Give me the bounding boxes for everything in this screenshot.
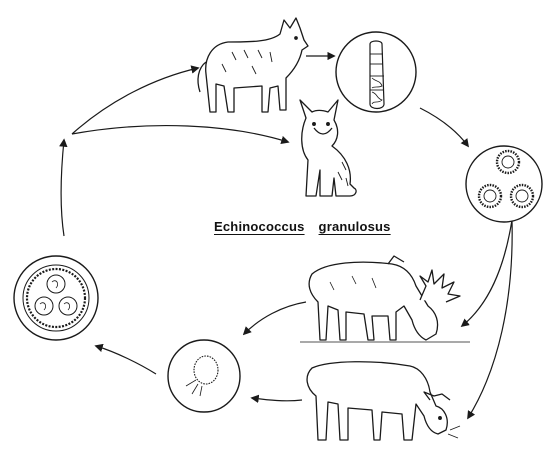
title-species: granulosus <box>319 219 391 234</box>
arrow-cow-to-oncosphere <box>252 398 302 401</box>
arrow-to-dog <box>72 126 288 142</box>
arrow-moose-to-oncosphere <box>244 302 306 334</box>
oncosphere-icon <box>168 340 240 412</box>
wolf-icon <box>198 18 308 112</box>
arrow-worm-to-eggs <box>420 108 468 146</box>
hydatid-cyst-icon <box>14 256 98 340</box>
cow-icon <box>307 362 460 440</box>
egg-cluster-icon <box>466 146 542 222</box>
diagram-title: Echinococcus granulosus <box>214 219 391 234</box>
tapeworm-icon <box>336 32 416 112</box>
husky-dog-icon <box>300 100 356 196</box>
moose-icon <box>300 256 470 342</box>
arrow-to-wolf <box>72 68 198 134</box>
title-genus: Echinococcus <box>214 219 305 234</box>
arrow-eggs-to-moose <box>462 220 512 326</box>
arrow-cyst-to-hosts <box>61 140 64 236</box>
arrow-oncosphere-to-cyst <box>96 346 156 374</box>
